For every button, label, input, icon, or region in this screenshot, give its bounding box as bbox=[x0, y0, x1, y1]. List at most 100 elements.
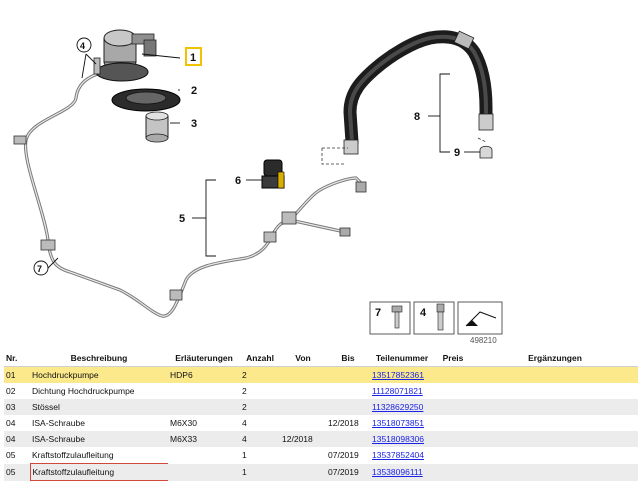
table-row[interactable]: 03 Stössel 2 11328629250 bbox=[4, 399, 638, 415]
cell-anzahl: 2 bbox=[240, 383, 280, 399]
cell-anzahl: 2 bbox=[240, 366, 280, 383]
cell-beschreibung: Hochdruckpumpe bbox=[30, 366, 168, 383]
cell-preis bbox=[434, 463, 472, 481]
cell-erlaeuterungen: M6X33 bbox=[168, 431, 240, 447]
callout-leaders bbox=[47, 53, 480, 269]
cell-erlaeuterungen bbox=[168, 463, 240, 481]
parts-diagram: 1 2 3 4 5 6 7 8 9 7 4 498210 bbox=[13, 29, 503, 345]
header-nr: Nr. bbox=[4, 350, 30, 367]
legend-screw-4: 4 bbox=[413, 301, 455, 335]
cell-von bbox=[280, 399, 326, 415]
part-number-link[interactable]: 13518073851 bbox=[372, 418, 425, 428]
svg-text:7: 7 bbox=[375, 307, 381, 319]
cell-bis: 07/2019 bbox=[326, 447, 370, 464]
tappet[interactable] bbox=[145, 111, 169, 143]
cell-bis bbox=[326, 399, 370, 415]
header-preis: Preis bbox=[434, 350, 472, 367]
cell-bis bbox=[326, 431, 370, 447]
cell-anzahl: 1 bbox=[240, 463, 280, 481]
cell-teilenummer: 11328629250 bbox=[370, 399, 434, 415]
callout-3[interactable]: 3 bbox=[191, 118, 197, 130]
cell-von bbox=[280, 463, 326, 481]
high-pressure-pump[interactable] bbox=[95, 29, 157, 82]
image-number: 498210 bbox=[470, 336, 497, 345]
cell-erlaeuterungen bbox=[168, 447, 240, 464]
cell-teilenummer: 13518073851 bbox=[370, 415, 434, 431]
cell-ergaenzungen bbox=[472, 463, 638, 481]
cell-nr: 04 bbox=[4, 431, 30, 447]
cell-nr: 01 bbox=[4, 366, 30, 383]
callout-8[interactable]: 8 bbox=[414, 111, 420, 123]
header-bis: Bis bbox=[326, 350, 370, 367]
cell-nr: 05 bbox=[4, 463, 30, 481]
callout-5[interactable]: 5 bbox=[179, 213, 185, 225]
cell-teilenummer: 13517852361 bbox=[370, 366, 434, 383]
cell-teilenummer: 13518098306 bbox=[370, 431, 434, 447]
cell-nr: 02 bbox=[4, 383, 30, 399]
pump-seal[interactable] bbox=[111, 88, 181, 112]
cell-preis bbox=[434, 447, 472, 464]
part-number-link[interactable]: 11328629250 bbox=[372, 402, 424, 412]
table-row[interactable]: 01 Hochdruckpumpe HDP6 2 13517852361 bbox=[4, 366, 638, 383]
cell-teilenummer: 13538096111 bbox=[370, 463, 434, 481]
callout-1[interactable]: 1 bbox=[190, 52, 196, 64]
cell-bis bbox=[326, 366, 370, 383]
cell-beschreibung: Stössel bbox=[30, 399, 168, 415]
table-row[interactable]: 02 Dichtung Hochdruckpumpe 2 11128071821 bbox=[4, 383, 638, 399]
cell-erlaeuterungen: M6X30 bbox=[168, 415, 240, 431]
cell-ergaenzungen bbox=[472, 431, 638, 447]
part-number-link[interactable]: 13538096111 bbox=[372, 467, 423, 477]
legend-arrow bbox=[457, 301, 503, 335]
table-row[interactable]: 04 ISA-Schraube M6X30 4 12/2018 13518073… bbox=[4, 415, 638, 431]
part-number-link[interactable]: 13518098306 bbox=[372, 434, 425, 444]
header-von: Von bbox=[280, 350, 326, 367]
header-teilenummer: Teilenummer bbox=[370, 350, 434, 367]
cell-nr: 05 bbox=[4, 447, 30, 464]
table-header-row: Nr. Beschreibung Erläuterungen Anzahl Vo… bbox=[4, 350, 638, 367]
hose-clip[interactable] bbox=[479, 145, 493, 159]
table-row[interactable]: 05 Kraftstoffzulaufleitung 1 07/2019 135… bbox=[4, 447, 638, 464]
cell-nr: 03 bbox=[4, 399, 30, 415]
cell-erlaeuterungen: HDP6 bbox=[168, 366, 240, 383]
callout-6[interactable]: 6 bbox=[235, 175, 241, 187]
fuel-hose[interactable] bbox=[343, 30, 493, 149]
header-erlaeuterungen: Erläuterungen bbox=[168, 350, 240, 367]
cell-ergaenzungen bbox=[472, 366, 638, 383]
cell-bis: 07/2019 bbox=[326, 463, 370, 481]
cell-ergaenzungen bbox=[472, 399, 638, 415]
table-row[interactable]: 04 ISA-Schraube M6X33 4 12/2018 13518098… bbox=[4, 431, 638, 447]
cell-von bbox=[280, 383, 326, 399]
pressure-sensor[interactable] bbox=[261, 159, 285, 189]
cell-preis bbox=[434, 383, 472, 399]
cell-ergaenzungen bbox=[472, 447, 638, 464]
table-row[interactable]: 05 Kraftstoffzulaufleitung 1 07/2019 135… bbox=[4, 463, 638, 481]
callout-9[interactable]: 9 bbox=[454, 147, 460, 159]
svg-text:4: 4 bbox=[420, 307, 427, 319]
fuel-supply-line[interactable] bbox=[23, 68, 366, 318]
cell-preis bbox=[434, 431, 472, 447]
cell-beschreibung: Kraftstoffzulaufleitung bbox=[29, 463, 168, 481]
callout-4[interactable]: 4 bbox=[80, 41, 85, 51]
cell-anzahl: 2 bbox=[240, 399, 280, 415]
part-number-link[interactable]: 13517852361 bbox=[372, 370, 425, 380]
cell-von bbox=[280, 447, 326, 464]
cell-von bbox=[280, 366, 326, 383]
cell-erlaeuterungen bbox=[168, 383, 240, 399]
cell-von bbox=[280, 415, 326, 431]
cell-erlaeuterungen bbox=[168, 399, 240, 415]
selected-callout-box bbox=[185, 47, 202, 66]
header-anzahl: Anzahl bbox=[240, 350, 280, 367]
cell-nr: 04 bbox=[4, 415, 30, 431]
cell-anzahl: 4 bbox=[240, 415, 280, 431]
cell-ergaenzungen bbox=[472, 383, 638, 399]
pump-screw[interactable] bbox=[93, 57, 101, 75]
legend-screw-7: 7 bbox=[369, 301, 411, 335]
part-number-link[interactable]: 11128071821 bbox=[372, 386, 423, 396]
cell-bis bbox=[326, 383, 370, 399]
cell-beschreibung: ISA-Schraube bbox=[30, 415, 168, 431]
cell-teilenummer: 13537852404 bbox=[370, 447, 434, 464]
part-number-link[interactable]: 13537852404 bbox=[372, 450, 425, 461]
callout-7[interactable]: 7 bbox=[37, 264, 42, 274]
parts-table: Nr. Beschreibung Erläuterungen Anzahl Vo… bbox=[4, 350, 638, 481]
callout-2[interactable]: 2 bbox=[191, 85, 197, 97]
